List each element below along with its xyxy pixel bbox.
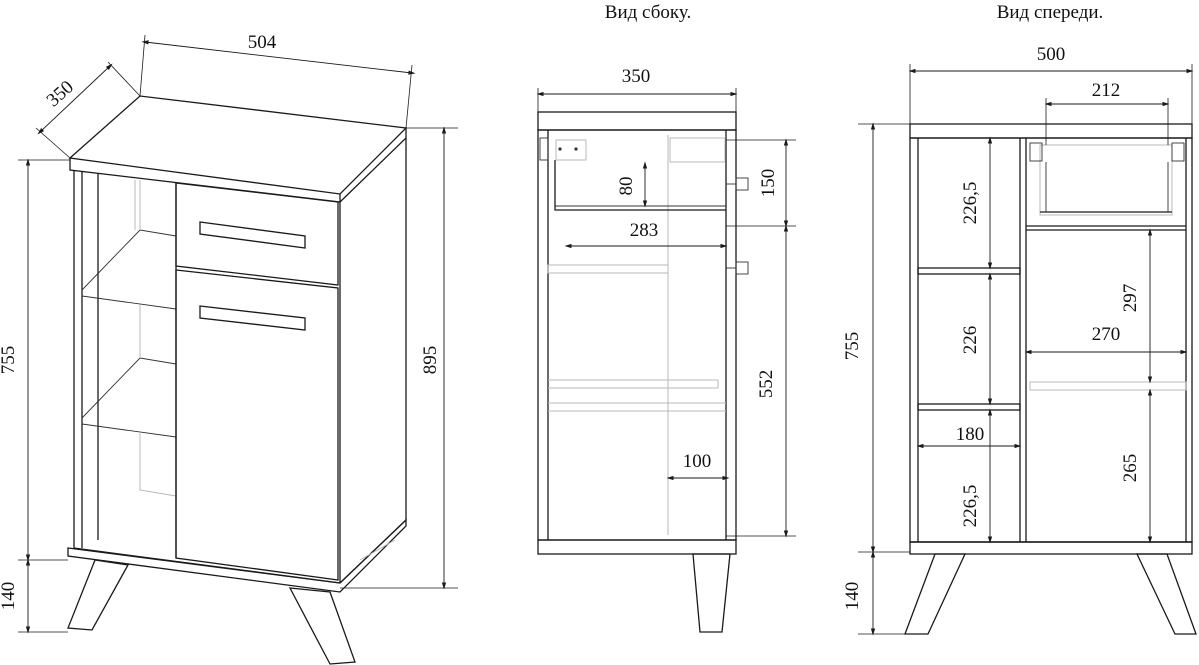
iso-total-height-label: 895 [420, 346, 441, 375]
side-shelf-depth-label: 100 [683, 451, 712, 472]
front-shelf-2 [917, 403, 1021, 411]
front-shelf-1 [917, 267, 1021, 275]
front-drawer-width-label: 212 [1092, 80, 1121, 101]
front-shelf-width-label: 180 [956, 424, 985, 445]
front-leg-height-label: 140 [842, 582, 863, 611]
side-drawer-height-label: 150 [758, 169, 779, 198]
front-top [909, 123, 1193, 139]
side-leg [692, 553, 731, 633]
iso-drawer-handle [199, 221, 306, 249]
front-width-label: 500 [1037, 44, 1066, 65]
iso-leg-height-label: 140 [0, 582, 19, 611]
side-door-handle [735, 261, 749, 275]
iso-drawer-front [175, 182, 339, 286]
side-view: Вид сбоку. [536, 2, 796, 633]
front-body-height-label: 755 [842, 332, 863, 361]
iso-leg-left [67, 559, 130, 631]
front-section-width-label: 270 [1092, 324, 1121, 345]
iso-depth-label: 350 [43, 77, 78, 112]
iso-door [175, 269, 339, 581]
iso-door-handle [199, 305, 306, 331]
iso-width-label: 504 [248, 32, 277, 53]
side-view-title: Вид сбоку. [605, 2, 691, 23]
iso-body-height-label: 755 [0, 346, 19, 375]
side-door-height-label: 552 [756, 370, 777, 399]
front-leg-right [1135, 553, 1197, 635]
side-top [537, 111, 737, 131]
front-lower-section-label: 265 [1120, 454, 1141, 483]
front-upper-section-label: 297 [1120, 284, 1141, 313]
side-depth-label: 350 [622, 66, 651, 87]
side-drawer-handle [735, 177, 749, 191]
front-view-title: Вид спереди. [997, 2, 1104, 23]
front-shelf-top-label: 226,5 [960, 182, 981, 225]
front-view: Вид спереди. [842, 2, 1197, 636]
side-drawer-depth-label: 283 [630, 220, 659, 241]
iso-leg-right [288, 587, 356, 665]
isometric-view: 504 350 895 755 140 [0, 32, 458, 665]
side-drawer-front-label: 80 [616, 177, 637, 196]
front-shelf-bottom-label: 226,5 [960, 485, 981, 528]
front-shelf-mid-label: 226 [960, 326, 981, 355]
iso-top-surface [68, 95, 408, 195]
front-leg-left [904, 553, 967, 635]
